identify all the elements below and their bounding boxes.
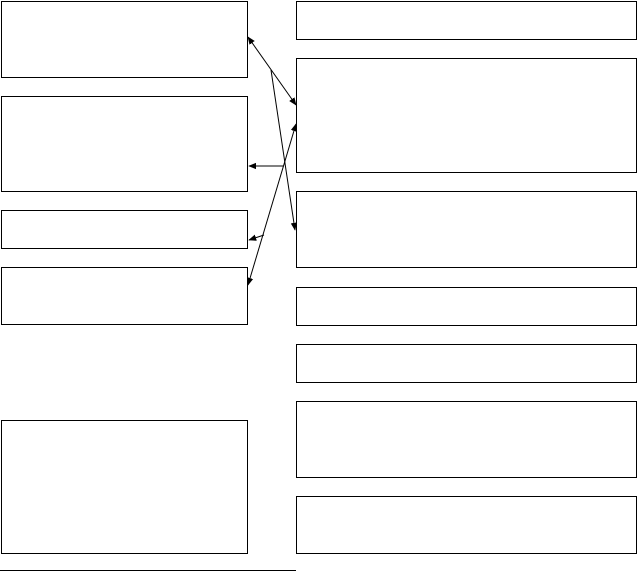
arrow-left1-to-right3 — [270, 69, 298, 231]
right-box-6 — [296, 401, 637, 478]
left-box-2 — [1, 96, 248, 192]
arrow-right2-to-left4 — [246, 123, 298, 286]
arrow-to-left3 — [248, 234, 265, 241]
left-box-5 — [1, 420, 248, 554]
left-box-4 — [1, 267, 248, 325]
arrow-left1-to-right2 — [247, 36, 297, 106]
right-box-4 — [296, 287, 637, 326]
left-box-1 — [1, 1, 248, 78]
left-box-3 — [1, 210, 248, 249]
right-box-2 — [296, 58, 637, 173]
right-box-7 — [296, 496, 637, 554]
right-box-5 — [296, 344, 637, 383]
right-box-1 — [296, 1, 637, 40]
right-box-3 — [296, 191, 637, 268]
